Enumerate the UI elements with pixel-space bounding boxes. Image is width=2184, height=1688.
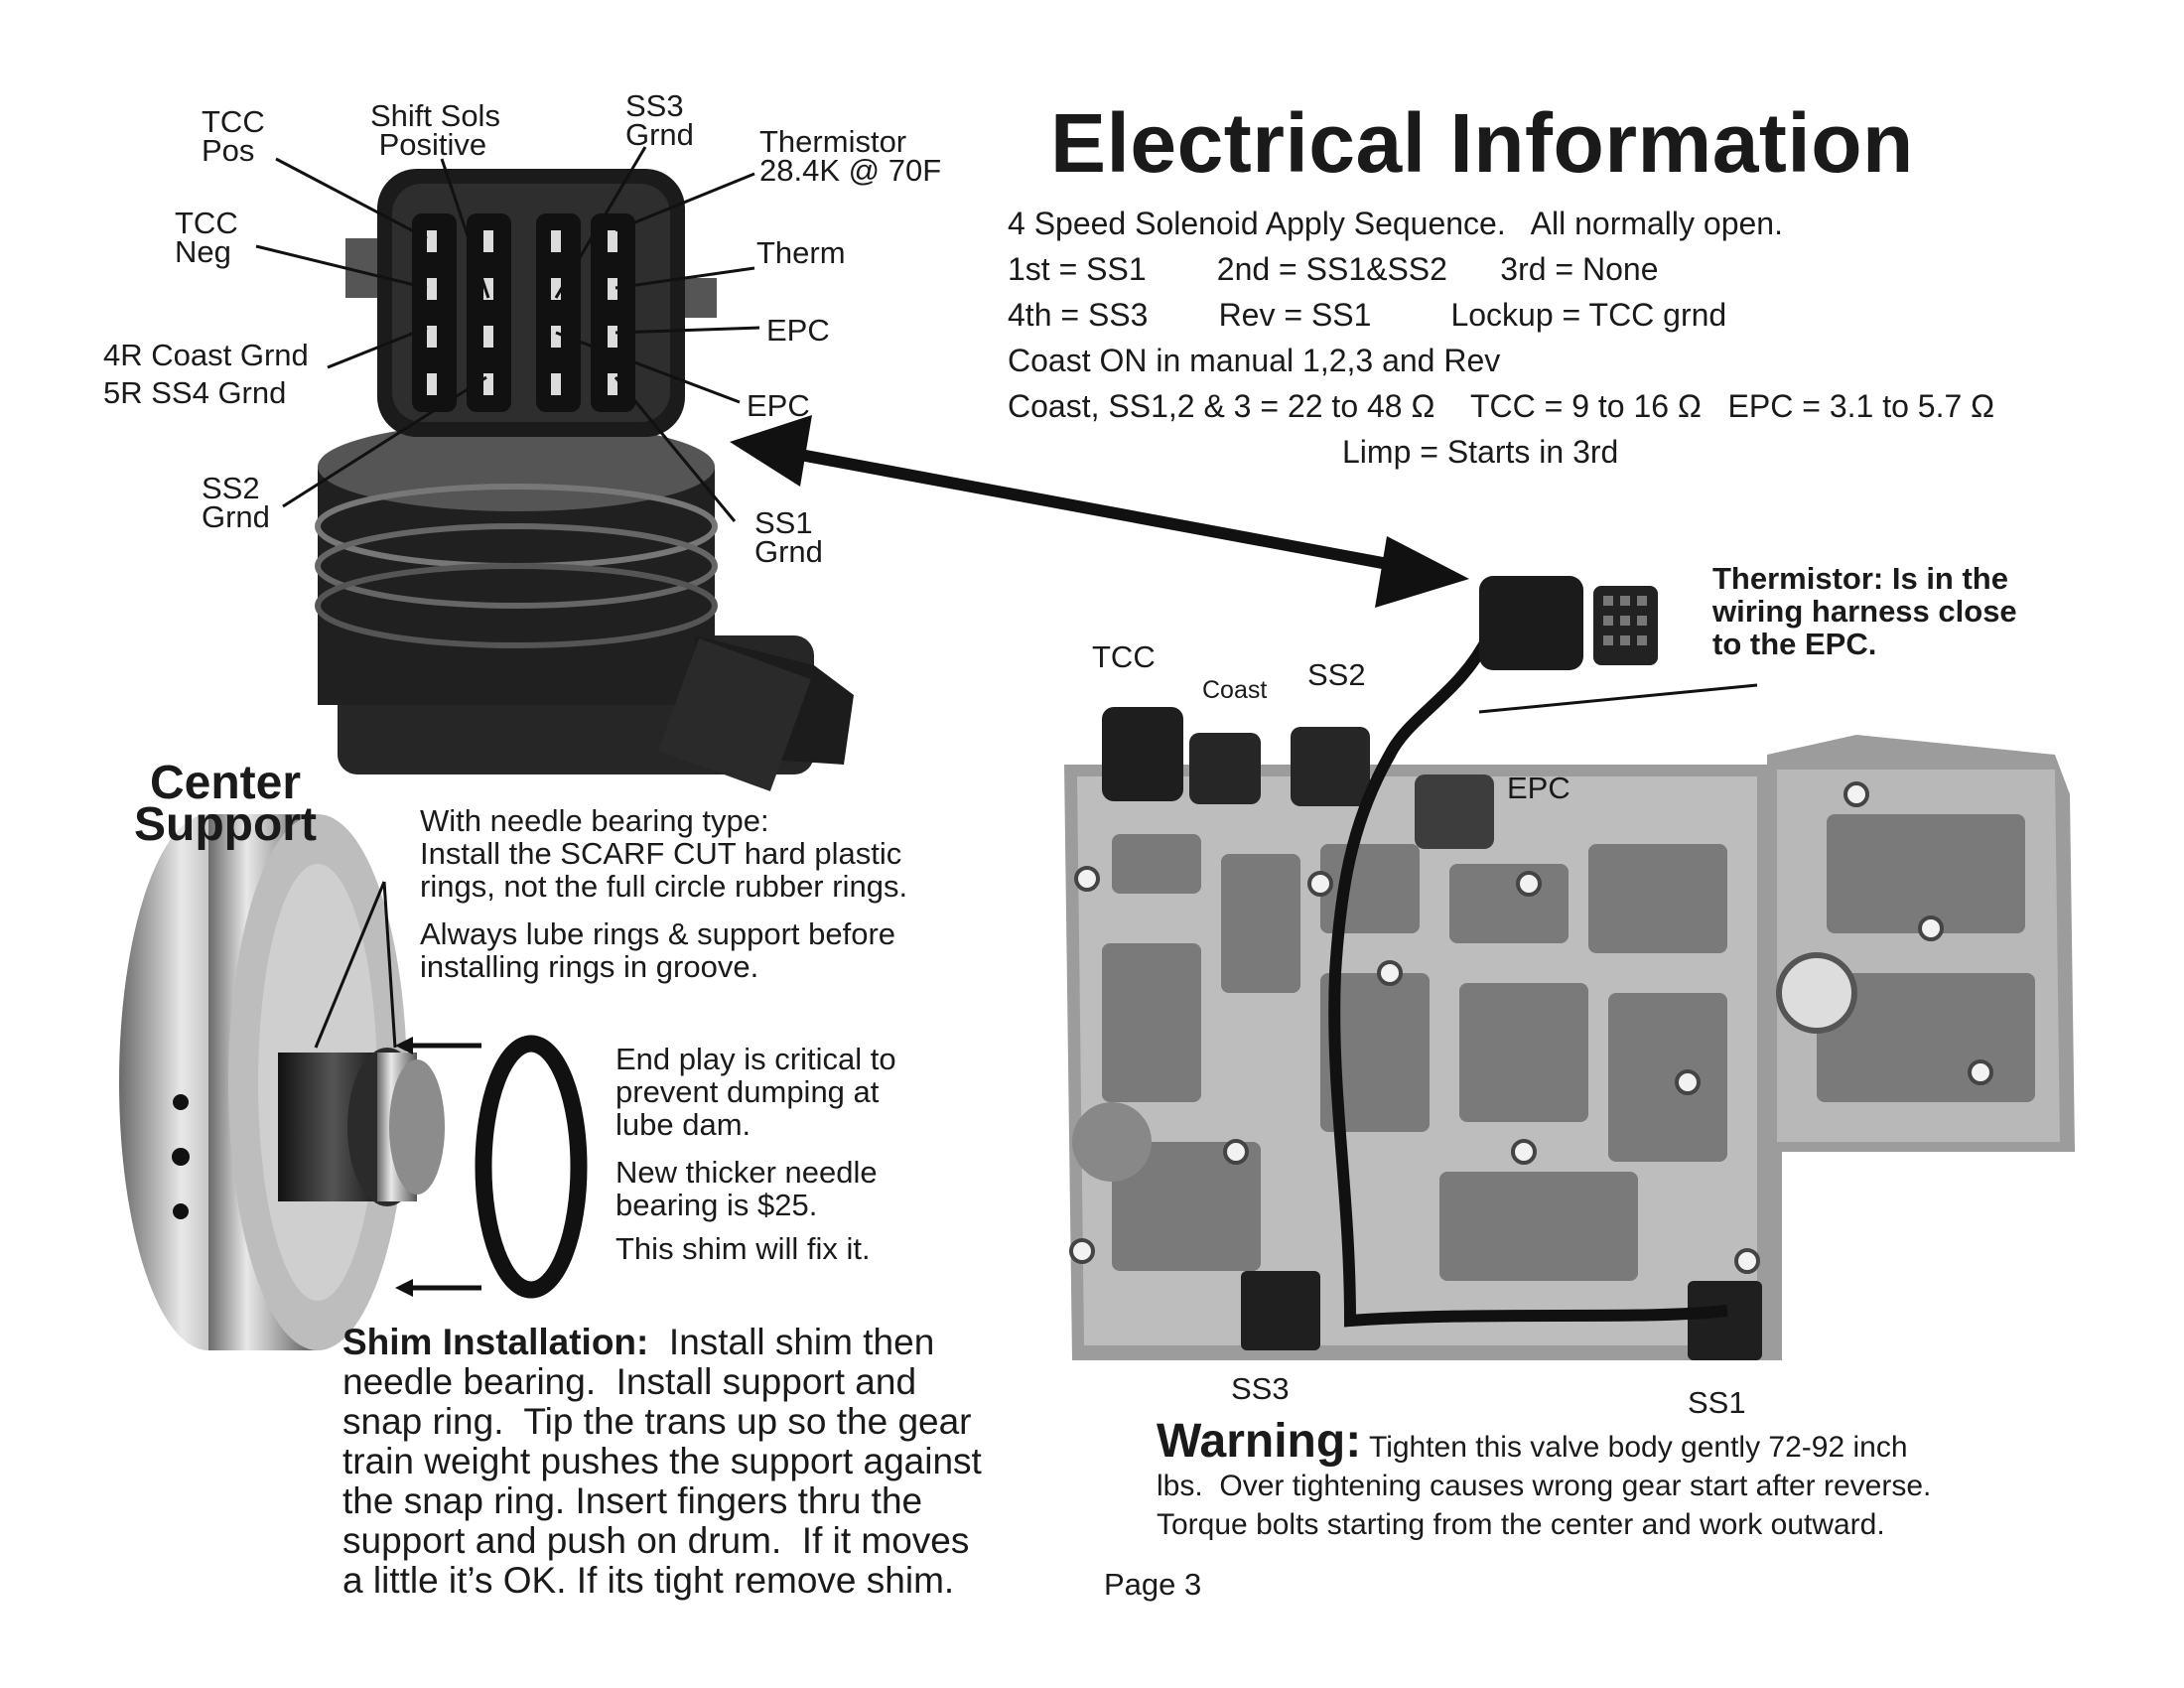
vb-label-epc: EPC	[1507, 771, 1570, 805]
label-ss2-grnd: SS2 Grnd	[202, 471, 270, 534]
center-support-photo	[119, 814, 445, 1350]
label-epc-lower: EPC	[747, 388, 810, 423]
spec-line-4: Coast ON in manual 1,2,3 and Rev	[1008, 343, 1501, 378]
label-5r-ss4-grnd: 5R SS4 Grnd	[103, 375, 287, 410]
spec-line-3: 4th = SS3 Rev = SS1 Lockup = TCC grnd	[1008, 297, 1727, 333]
page-title: Electrical Information	[1050, 96, 1914, 190]
ring-pointer-line-1	[314, 881, 386, 1049]
warning-line-1: Tighten this valve body gently 72-92 inc…	[1361, 1431, 1908, 1464]
label-therm: Therm	[756, 235, 846, 270]
shim-arrows	[395, 1037, 481, 1297]
connector-leader-lines	[255, 146, 760, 522]
page-number: Page 3	[1104, 1567, 1202, 1602]
shim-installation-paragraph: Shim Installation: Install shim then nee…	[342, 1323, 982, 1601]
label-epc-upper: EPC	[766, 313, 830, 348]
vb-label-coast: Coast	[1202, 676, 1268, 704]
label-ss3-grnd: SS3 Grnd	[625, 88, 694, 152]
vb-label-ss2: SS2	[1307, 657, 1366, 692]
warning-rest: lbs. Over tightening causes wrong gear s…	[1157, 1470, 1932, 1541]
label-ss1-grnd: SS1 Grnd	[754, 505, 823, 569]
end-play-note: End play is critical to prevent dumping …	[615, 1042, 896, 1142]
shim-installation-text: Install shim then needle bearing. Instal…	[342, 1322, 982, 1601]
label-thermistor: Thermistor 28.4K @ 70F	[759, 124, 942, 188]
shim-fix-note: This shim will fix it.	[615, 1231, 871, 1266]
shim-installation-heading: Shim Installation:	[342, 1322, 649, 1362]
needle-bearing-note: With needle bearing type: Install the SC…	[420, 803, 908, 904]
shim-ring	[475, 1035, 588, 1299]
vb-label-ss1: SS1	[1688, 1385, 1746, 1420]
center-support-heading: Center Support	[134, 757, 317, 851]
new-bearing-note: New thicker needle bearing is $25.	[615, 1155, 878, 1222]
label-tcc-neg: TCC Neg	[175, 206, 238, 269]
spec-line-1: 4 Speed Solenoid Apply Sequence. All nor…	[1008, 206, 1783, 241]
warning-note: Warning: Tighten this valve body gently …	[1157, 1418, 1932, 1544]
spec-line-5: Coast, SS1,2 & 3 = 22 to 48 Ω TCC = 9 to…	[1008, 388, 1995, 424]
vb-label-ss3: SS3	[1231, 1371, 1290, 1406]
vb-label-tcc: TCC	[1092, 639, 1156, 674]
connector-photo	[315, 169, 854, 791]
spec-line-6: Limp = Starts in 3rd	[1342, 434, 1619, 470]
ring-pointer-line-2	[382, 881, 397, 1049]
lube-note: Always lube rings & support before insta…	[420, 916, 896, 984]
label-4r-coast-grnd: 4R Coast Grnd	[103, 338, 309, 372]
label-shift-sols-positive: Shift Sols Positive	[370, 98, 500, 162]
valve-body-photo	[1064, 576, 2075, 1360]
thermistor-pointer-line	[1478, 683, 1758, 714]
thermistor-note: Thermistor: Is in the wiring harness clo…	[1712, 561, 2017, 661]
label-tcc-pos: TCC Pos	[202, 104, 265, 168]
spec-line-2: 1st = SS1 2nd = SS1&SS2 3rd = None	[1008, 251, 1659, 287]
warning-label: Warning:	[1157, 1415, 1362, 1468]
double-arrow	[730, 415, 1469, 608]
